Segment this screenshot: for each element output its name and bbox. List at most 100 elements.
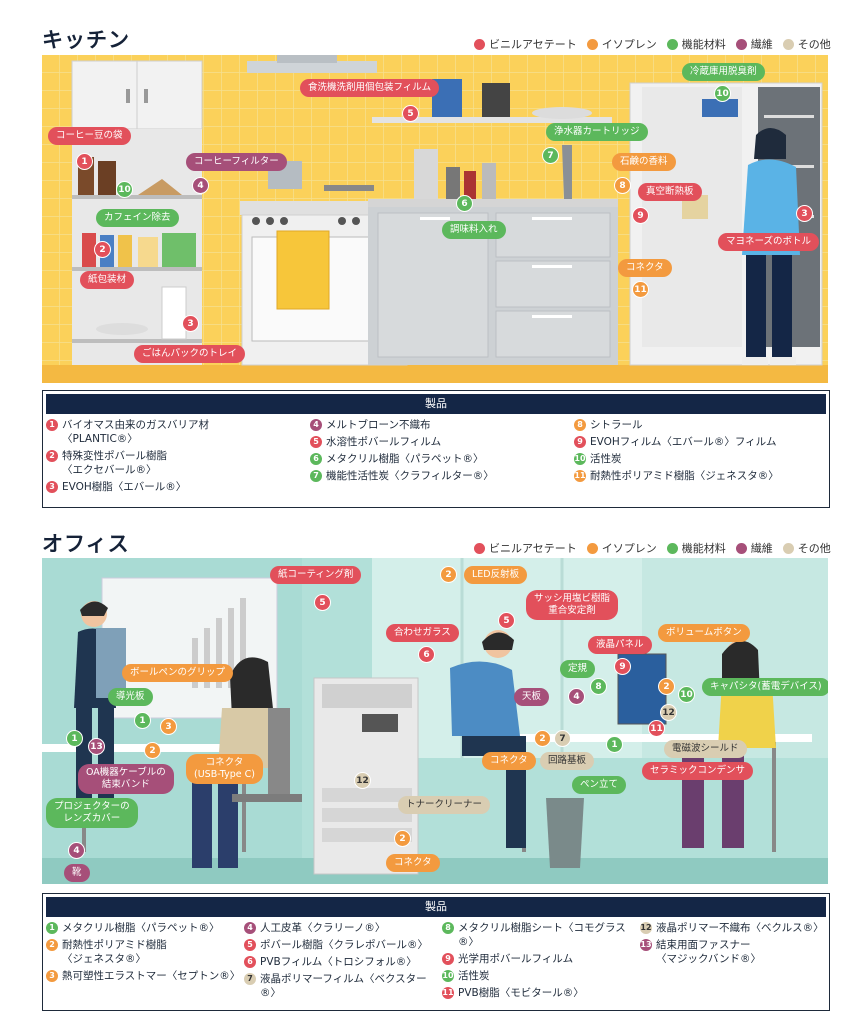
legend-label: その他	[797, 38, 831, 51]
label-ruler: 定規	[560, 660, 596, 678]
product-name: メタクリル樹脂シート〈コモグラス®〉	[458, 922, 626, 948]
product-name: 活性炭	[458, 970, 490, 982]
label-paper-coat: 紙コーティング剤	[270, 566, 362, 584]
label-light-guide: 導光板	[108, 688, 153, 706]
legend-label: 機能材料	[681, 38, 726, 51]
num-3: 3	[160, 718, 177, 735]
legend-item-iso: イソプレン	[586, 36, 657, 52]
product-item: 1 メタクリル樹脂〈パラペット®〉	[46, 921, 242, 935]
product-name: EVOH樹脂〈エバール®〉	[62, 481, 187, 493]
product-num: 5	[310, 436, 322, 448]
product-item: 2 耐熱性ポリアミド樹脂〈ジェネスタ®〉	[46, 938, 242, 966]
num-5a: 5	[314, 594, 331, 611]
label-soap-scent: 石鹸の香料	[612, 153, 676, 171]
num-9: 9	[632, 207, 649, 224]
num-1b: 1	[66, 730, 83, 747]
product-name: 熱可塑性エラストマー〈セプトン®〉	[62, 970, 241, 982]
label-oa-band: OA機器ケーブルの 結束バンド	[78, 764, 174, 794]
num-10b: 10	[714, 85, 731, 102]
office-title: オフィス	[42, 532, 130, 556]
num-11: 11	[648, 720, 665, 737]
num-5: 5	[402, 105, 419, 122]
num-6: 6	[456, 195, 473, 212]
legend-dot-func	[666, 38, 678, 50]
product-num: 8	[442, 922, 454, 934]
num-8: 8	[590, 678, 607, 695]
legend-label: 機能材料	[681, 542, 726, 555]
legend-item-vinyl: ビニルアセテート	[474, 36, 577, 52]
office-legend: ビニルアセテート イソプレン 機能材料 繊維 その他	[474, 540, 831, 556]
legend-label: イソプレン	[601, 38, 657, 51]
product-num: 4	[310, 419, 322, 431]
product-item: 10 活性炭	[574, 452, 824, 466]
legend-dot-fiber	[735, 38, 747, 50]
num-2d: 2	[534, 730, 551, 747]
product-name: 耐熱性ポリアミド樹脂	[62, 939, 167, 951]
product-num: 1	[46, 922, 58, 934]
product-name: シトラール	[590, 419, 643, 431]
product-name: PVB樹脂〈モビタール®〉	[458, 987, 584, 999]
label-toner: トナークリーナー	[398, 796, 491, 814]
legend-item-vinyl: ビニルアセテート	[474, 540, 577, 556]
num-2a: 2	[440, 566, 457, 583]
num-4: 4	[192, 177, 209, 194]
product-num: 2	[46, 939, 58, 951]
product-num: 11	[442, 987, 454, 999]
legend-dot-iso	[586, 542, 598, 554]
office-scene: 紙コーティング剤 5 2 LED反射板 サッシ用塩ビ樹脂 重合安定剤 5 合わせ…	[42, 558, 828, 884]
product-name: 活性炭	[590, 453, 622, 465]
product-num: 3	[46, 481, 58, 493]
product-name: 特殊変性ポバール樹脂	[62, 450, 167, 462]
legend-dot-func	[666, 542, 678, 554]
label-water-cart: 浄水器カートリッジ	[546, 123, 648, 141]
product-name: メタクリル樹脂〈パラペット®〉	[62, 922, 220, 934]
label-usb-c: コネクタ (USB-Type C)	[186, 754, 263, 784]
label-laminated-glass: 合わせガラス	[386, 624, 459, 642]
product-sub: 〈エクセバール®〉	[62, 464, 157, 476]
product-name: 水溶性ポバールフィルム	[326, 436, 442, 448]
legend-label: 繊維	[750, 542, 773, 555]
product-sub: 〈ジェネスタ®〉	[62, 953, 146, 965]
kitchen-title: キッチン	[42, 28, 130, 52]
legend-label: ビニルアセテート	[489, 38, 577, 51]
product-name: 機能性活性炭〈クラフィルター®〉	[326, 470, 494, 482]
product-num: 5	[244, 939, 256, 951]
product-item: 4 メルトブローン不織布	[310, 418, 560, 432]
num-2: 2	[94, 241, 111, 258]
product-num: 6	[244, 956, 256, 968]
product-num: 2	[46, 450, 58, 462]
product-name: 耐熱性ポリアミド樹脂〈ジェネスタ®〉	[590, 470, 779, 482]
label-sash: サッシ用塩ビ樹脂 重合安定剤	[526, 590, 619, 620]
legend-label: ビニルアセテート	[489, 542, 577, 555]
label-ceramic-cap: セラミックコンデンサ	[642, 762, 754, 780]
label-volume-button: ボリュームボタン	[658, 624, 750, 642]
num-1a: 1	[134, 712, 151, 729]
product-name: メルトブローン不織布	[326, 419, 431, 431]
product-num: 10	[574, 453, 586, 465]
num-12b: 12	[354, 772, 371, 789]
product-num: 7	[310, 470, 322, 482]
product-num: 9	[442, 953, 454, 965]
label-pen-stand: ペン立て	[572, 776, 627, 794]
product-num: 6	[310, 453, 322, 465]
legend-dot-other	[782, 542, 794, 554]
legend-dot-other	[782, 38, 794, 50]
label-shoes: 靴	[64, 864, 90, 882]
legend-label: その他	[797, 542, 831, 555]
legend-item-iso: イソプレン	[586, 540, 657, 556]
product-num: 1	[46, 419, 58, 431]
legend-item-other: その他	[782, 540, 831, 556]
num-4b: 4	[68, 842, 85, 859]
num-10: 10	[678, 686, 695, 703]
label-lcd-panel: 液晶パネル	[588, 636, 652, 654]
